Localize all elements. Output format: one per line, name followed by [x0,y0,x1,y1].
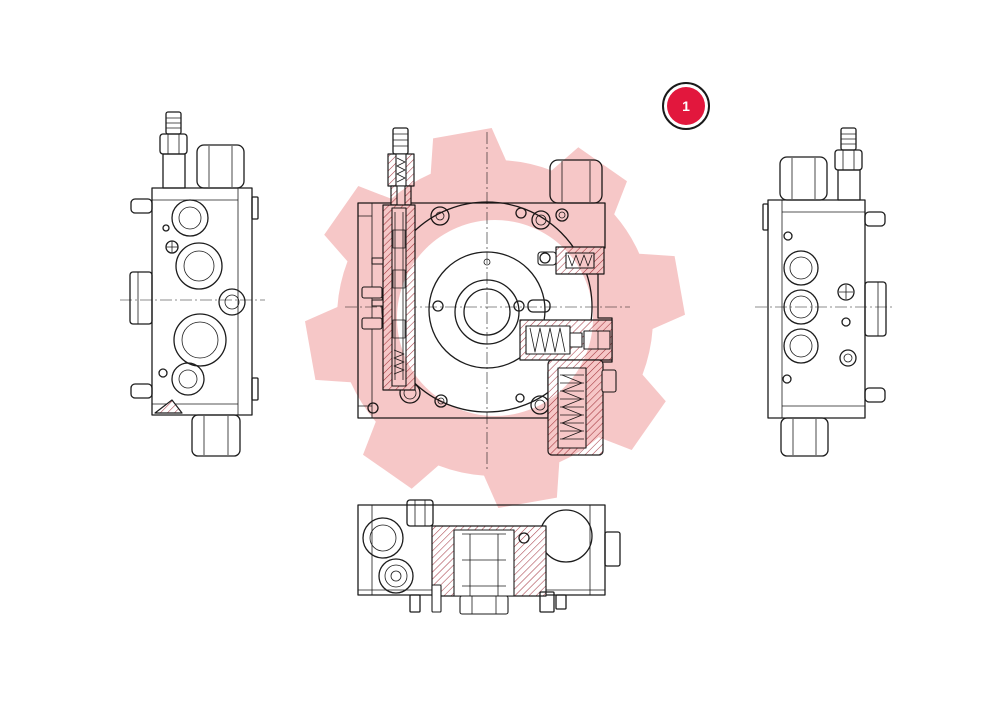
port-a-inner [789,256,813,280]
pilot-cartridge-threads [393,133,408,147]
pump-port-outer [454,279,520,345]
callout-badge-fill [667,87,705,125]
port-d-inner [181,321,219,359]
pilot-spring [396,157,406,183]
spool-body [462,533,506,596]
side-fitting [604,531,621,567]
valve-body-edges [781,200,865,418]
port-nut-bottom-flats [203,416,229,455]
mounting-stud-lower [130,383,153,399]
plug-outer [378,558,414,594]
bottom-view [357,499,621,615]
port-a-inner [178,206,202,230]
callout-badge[interactable]: 1 [662,82,710,130]
gauge-port-cross [839,285,853,299]
mounting-stud-lower [864,387,886,403]
bolt-hole [518,532,530,544]
pump-port-bore [463,288,511,336]
port-nut-bottom-flats [792,419,817,455]
spool-end [459,595,509,615]
flange-bolt-hole [432,300,444,312]
port-c-inner [224,294,240,310]
bolt-hole [841,317,851,327]
side-plug [864,281,887,337]
flange-ring [428,251,546,369]
port-a-outer [171,199,209,237]
port-e-outer [171,362,205,396]
port-c-inner [789,334,813,358]
callout-number: 1 [682,98,690,114]
bolt-hole [162,224,170,232]
left-stud [762,203,769,231]
port-a-outer [783,250,819,286]
port-d-outer [173,313,227,367]
stud [409,594,421,613]
pilot-fitting-nut-flats [167,134,180,154]
spool-bore [453,529,515,597]
port-e-inner [178,369,198,389]
port-b-inner [183,250,215,282]
side-stud-lower [251,377,259,401]
bolt-hole [782,374,792,384]
port-b-outer [175,242,223,290]
port-outer [362,517,404,559]
port-nut-bottom [191,414,241,457]
check-port-outer [839,349,857,367]
bolt-hole [783,231,793,241]
plug-middle [384,564,408,588]
mounting-stud-upper [864,211,886,227]
gauge-port-cross [166,241,178,253]
stud [431,584,442,613]
pilot-fitting-nut-flats [842,150,855,170]
stud [555,594,567,610]
pilot-fitting-threads [841,133,856,145]
watermark-gear [305,128,685,508]
relief-adjuster-head [539,252,551,264]
port-inner [369,524,397,552]
bolt-hole [158,368,168,378]
port-c-outer [783,328,819,364]
flange-bolt-hole [513,300,525,312]
pilot-fitting-threads [166,117,181,129]
pilot-fitting-nut-flats [414,500,426,526]
port-b-outer [783,289,819,325]
port-c-outer [218,288,246,316]
check-port-inner [843,353,853,363]
cross-port-plug [527,299,551,313]
side-view-right [755,127,895,457]
spool-end-flats [471,596,497,614]
pilot-fitting-nut [406,499,434,527]
side-stud-upper [251,196,259,220]
port-nut-bottom [780,417,829,457]
gauge-port [837,283,855,301]
relief-valve-spring [529,327,566,353]
mounting-stud-upper [130,198,153,214]
port-nut-top-flats [791,158,816,199]
side-view-left [120,111,265,457]
relief-valve-poppet [569,332,583,348]
port-b-inner [789,295,813,319]
port-nut-top-flats [208,146,233,187]
flange-dowel [483,258,491,266]
bolt-hole [515,393,525,403]
stud [539,591,555,613]
section-wedge [154,399,183,414]
plug-hex [390,570,402,582]
side-plug [129,271,153,325]
